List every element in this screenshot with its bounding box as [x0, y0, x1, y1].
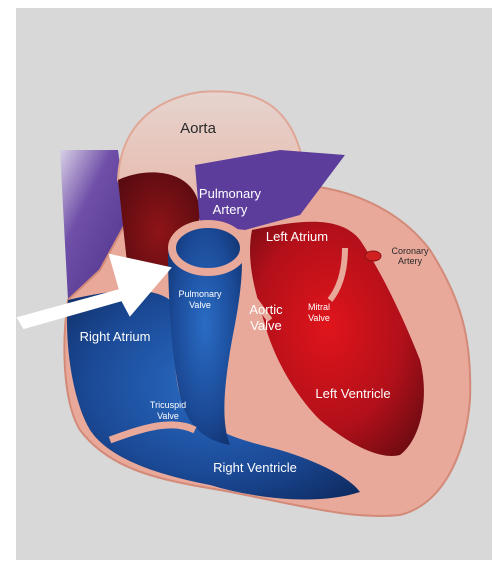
label-pulmonary-artery-1: Pulmonary — [199, 186, 262, 201]
label-tricuspid-valve-1: Tricuspid — [150, 400, 186, 410]
label-mitral-valve-1: Mitral — [308, 302, 330, 312]
label-aorta: Aorta — [180, 120, 217, 137]
label-aortic-valve-1: Aortic — [249, 302, 283, 317]
label-pulmonary-valve-2: Valve — [189, 300, 211, 310]
coronary-artery — [365, 251, 381, 261]
label-right-atrium: Right Atrium — [80, 329, 151, 344]
label-coronary-artery-1: Coronary — [391, 246, 429, 256]
label-mitral-valve-2: Valve — [308, 313, 330, 323]
label-left-atrium: Left Atrium — [266, 229, 328, 244]
heart-diagram: Aorta Pulmonary Artery Left Atrium Coron… — [16, 8, 492, 560]
label-right-ventricle: Right Ventricle — [213, 460, 297, 475]
label-aortic-valve-2: Valve — [250, 318, 282, 333]
label-tricuspid-valve-2: Valve — [157, 411, 179, 421]
label-left-ventricle: Left Ventricle — [315, 386, 390, 401]
label-coronary-artery-2: Artery — [398, 256, 423, 266]
label-pulmonary-valve-1: Pulmonary — [178, 289, 222, 299]
label-pulmonary-artery-2: Artery — [213, 202, 248, 217]
